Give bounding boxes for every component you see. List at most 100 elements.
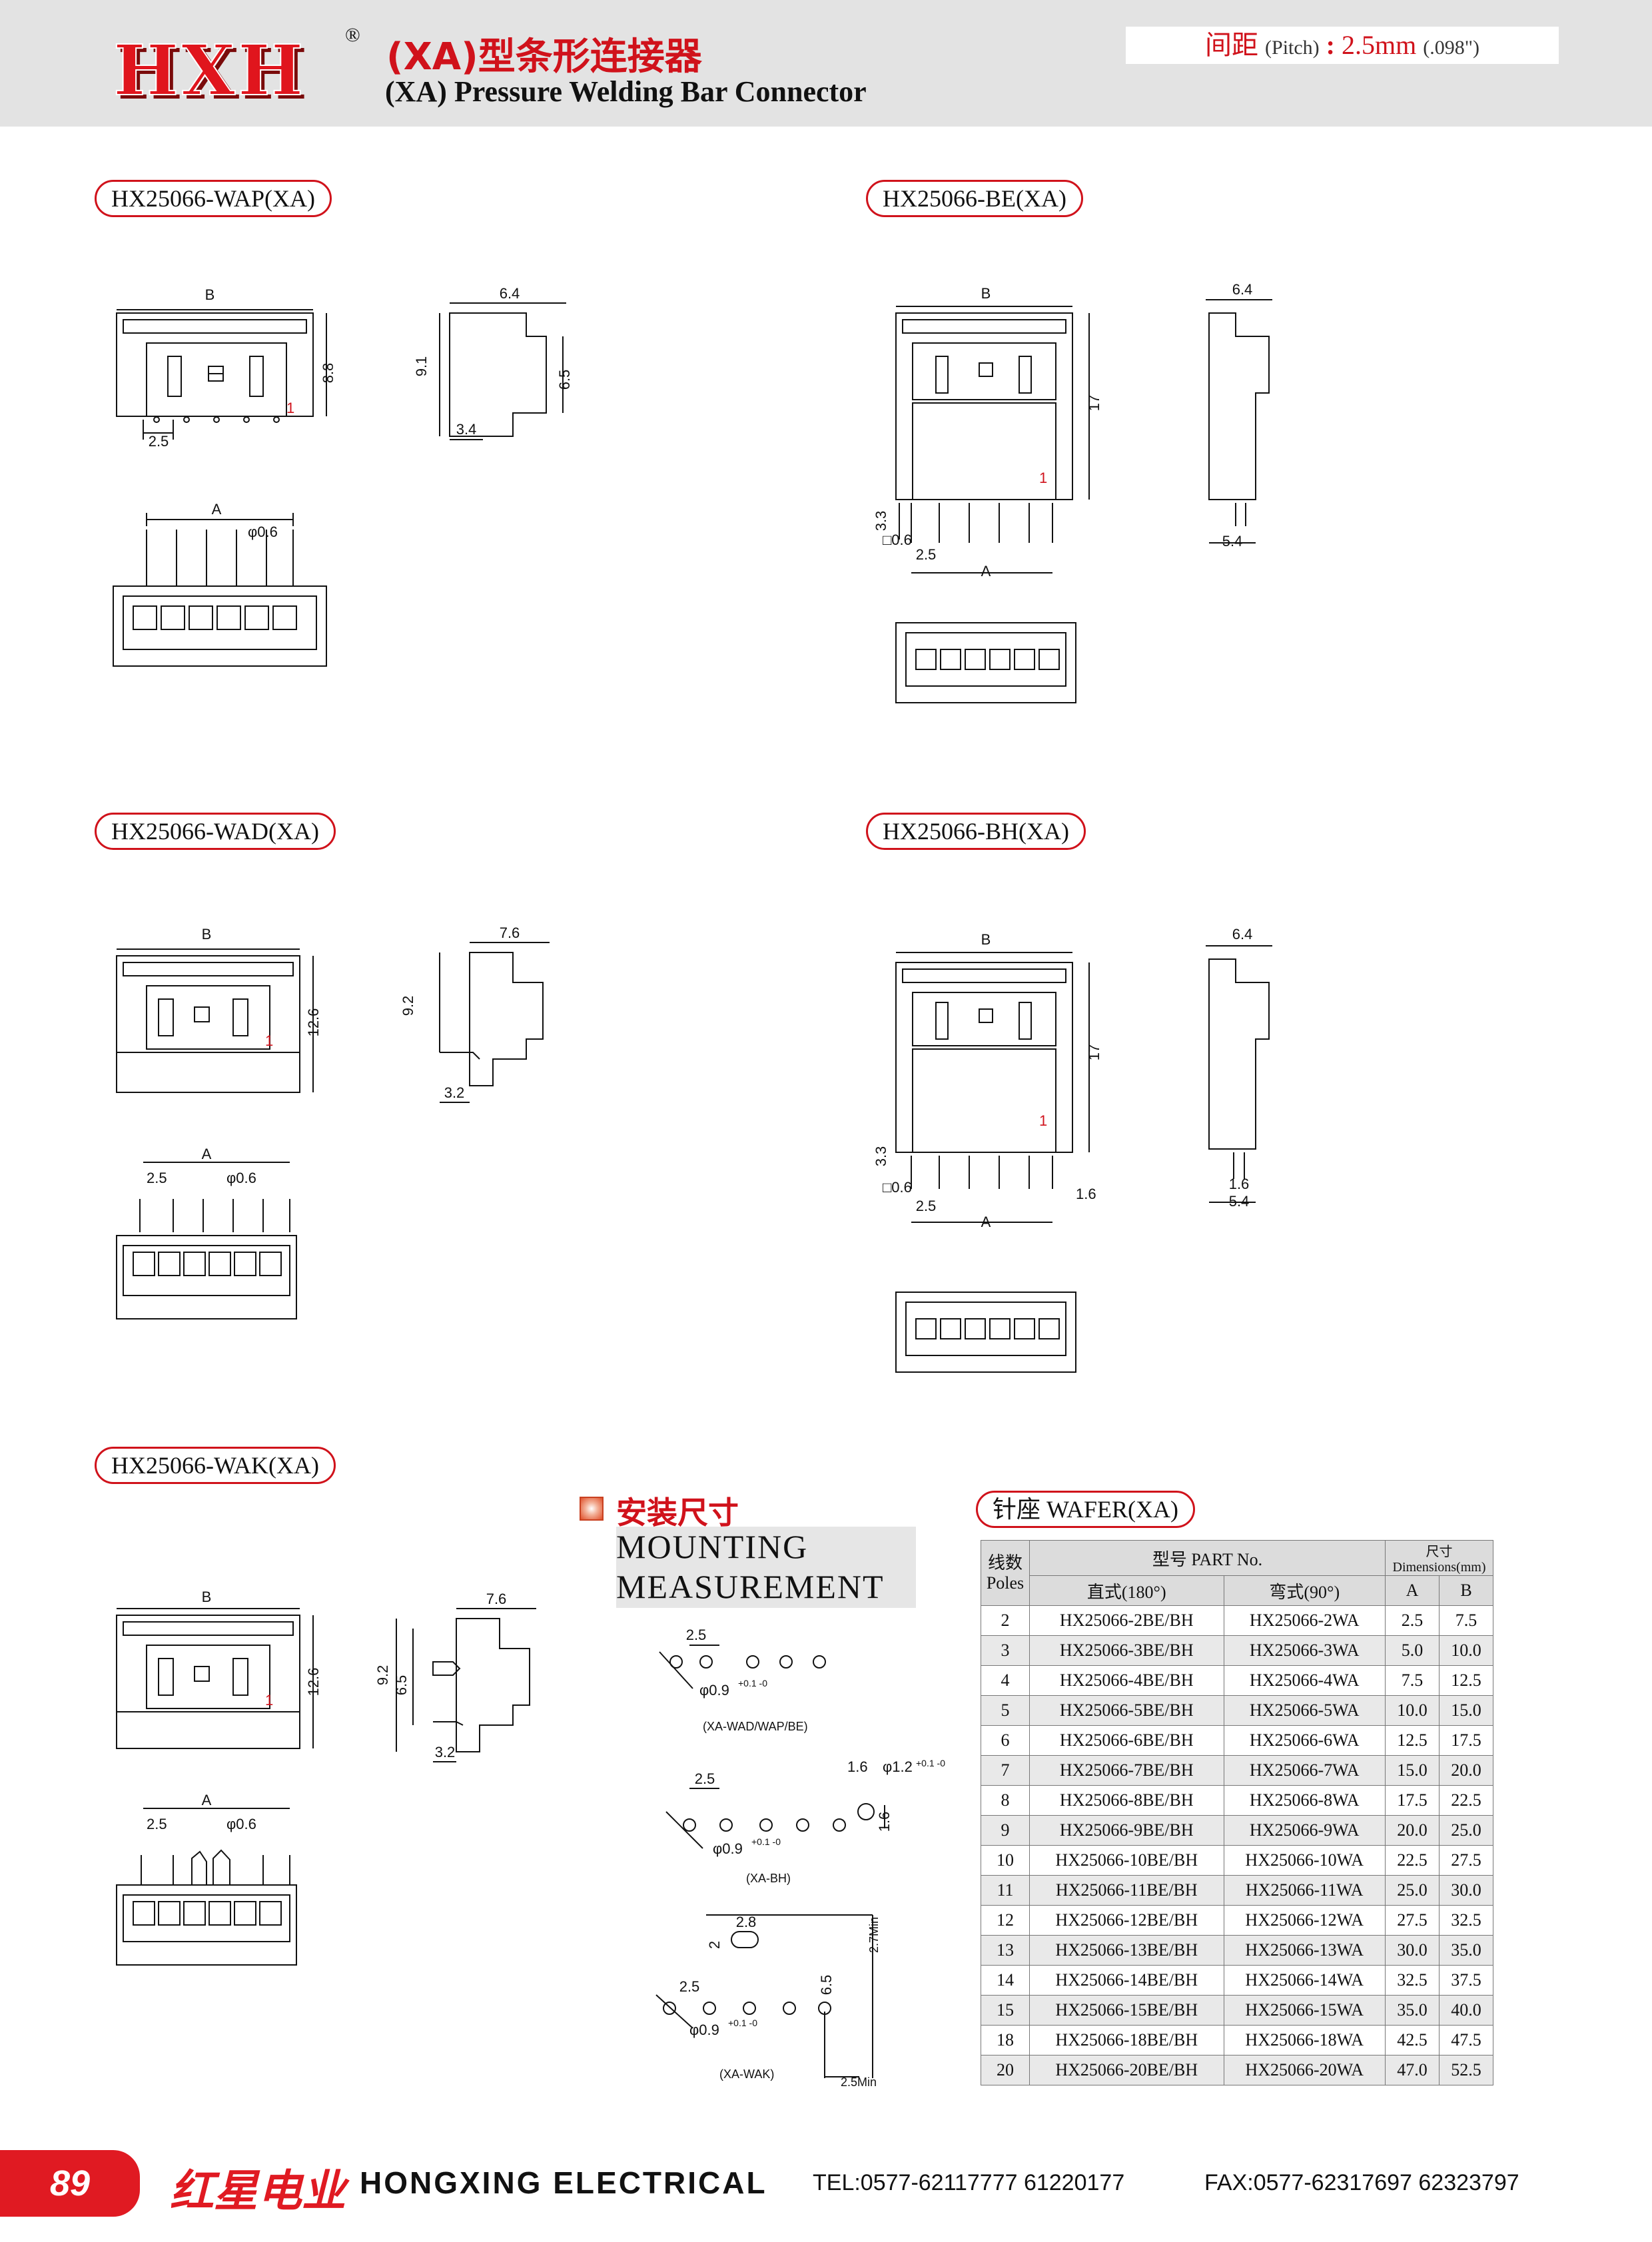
dim-width: 6.4 — [500, 285, 520, 302]
dim-a: A — [981, 563, 991, 579]
cell-dim-a: 7.5 — [1385, 1665, 1440, 1696]
page-number: 89 — [0, 2150, 140, 2217]
hole-tolerance: +0.1 -0 — [728, 2018, 757, 2028]
cell-poles: 8 — [981, 1785, 1030, 1816]
cell-bent-part: HX25066-18WA — [1223, 2025, 1386, 2055]
hole-pitch: 2.5 — [679, 1978, 700, 1995]
wak-front-view: B 12.6 1 — [116, 1589, 322, 1749]
cell-bent-part: HX25066-4WA — [1223, 1665, 1386, 1696]
be-bottom-view — [895, 622, 1076, 703]
company-name-cn: 红星电业 — [170, 2165, 346, 2217]
dim-height-2: 9.2 — [374, 1665, 391, 1686]
cell-dim-b: 17.5 — [1439, 1725, 1493, 1756]
cell-poles: 6 — [981, 1725, 1030, 1756]
cell-dim-a: 10.0 — [1385, 1695, 1440, 1726]
large-hole-offset: 1.6 — [847, 1758, 868, 1775]
dim-height: 12.6 — [305, 1668, 322, 1696]
dim-diameter: φ0.6 — [226, 1816, 256, 1832]
cell-poles: 15 — [981, 1995, 1030, 2026]
dim-a: A — [212, 501, 222, 518]
dim-b: B — [981, 285, 991, 302]
dim-height-3: 6.5 — [556, 370, 573, 390]
pitch-label-en: (Pitch) — [1265, 37, 1320, 59]
wad-top-view: A 2.5 φ0.6 — [116, 1146, 297, 1319]
hole-diameter: φ0.9 — [689, 2022, 719, 2038]
dim-height-2: 9.1 — [413, 356, 430, 377]
dim-width-2: 5.4 — [1222, 533, 1243, 550]
cell-dim-b: 47.5 — [1439, 2025, 1493, 2055]
cell-dim-a: 47.0 — [1385, 2055, 1440, 2085]
hole-diameter: φ0.9 — [699, 1682, 729, 1698]
wafer-tag: 针座 WAFER(XA) — [976, 1491, 1195, 1528]
dim-height-2: 9.2 — [400, 996, 416, 1016]
cell-dim-b: 15.0 — [1439, 1695, 1493, 1726]
header-poles-cn: 线数 — [987, 1553, 1023, 1573]
hole-pitch: 2.5 — [695, 1770, 715, 1787]
large-hole-tolerance: +0.1 -0 — [916, 1758, 945, 1768]
cell-dim-b: 52.5 — [1439, 2055, 1493, 2085]
wak-side-view: 7.6 9.2 6.5 3.2 — [374, 1591, 536, 1762]
cell-poles: 5 — [981, 1695, 1030, 1726]
dim-height: 12.6 — [305, 1008, 322, 1037]
cell-straight-part: HX25066-2BE/BH — [1029, 1605, 1224, 1636]
cell-dim-b: 27.5 — [1439, 1845, 1493, 1876]
dim-pitch-2: 1.6 — [1076, 1186, 1096, 1202]
pitch-inch: (.098") — [1423, 37, 1479, 59]
min-distance-1: 2.7Min — [867, 1917, 881, 1953]
pin1-mark: 1 — [265, 1032, 273, 1049]
cell-dim-b: 7.5 — [1439, 1605, 1493, 1636]
model-tag-be: HX25066-BE(XA) — [866, 180, 1083, 217]
wap-front-view: B 8.8 2.5 1 — [116, 286, 336, 450]
cell-bent-part: HX25066-11WA — [1223, 1875, 1386, 1906]
dim-width: 6.4 — [1232, 926, 1253, 942]
slot-width: 2.8 — [736, 1914, 757, 1930]
cell-bent-part: HX25066-9WA — [1223, 1815, 1386, 1846]
cell-bent-part: HX25066-14WA — [1223, 1965, 1386, 1996]
hxh-logo: HXH HXH — [113, 32, 307, 105]
wap-top-view: A φ0.6 — [113, 501, 327, 667]
cell-straight-part: HX25066-8BE/BH — [1029, 1785, 1224, 1816]
dim-b: B — [202, 1589, 212, 1605]
dim-height: 17 — [1086, 395, 1102, 411]
mounting-title-en-line2: MEASUREMENT — [616, 1568, 885, 1605]
cell-bent-part: HX25066-12WA — [1223, 1905, 1386, 1936]
cell-bent-part: HX25066-3WA — [1223, 1635, 1386, 1666]
hole-tolerance: +0.1 -0 — [751, 1836, 781, 1847]
mounting-caption-c: (XA-WAK) — [719, 2067, 774, 2081]
dim-width-2: 3.2 — [444, 1084, 465, 1101]
header-poles: 线数 Poles — [981, 1540, 1030, 1606]
mounting-title-cn: 安装尺寸 — [616, 1495, 739, 1531]
cell-bent-part: HX25066-7WA — [1223, 1755, 1386, 1786]
dim-width-3: 5.4 — [1229, 1193, 1250, 1210]
hole-tolerance: +0.1 -0 — [738, 1678, 767, 1688]
cell-bent-part: HX25066-13WA — [1223, 1935, 1386, 1966]
cell-straight-part: HX25066-7BE/BH — [1029, 1755, 1224, 1786]
cell-poles: 20 — [981, 2055, 1030, 2085]
cell-dim-a: 42.5 — [1385, 2025, 1440, 2055]
min-distance-2: 2.5Min — [841, 2075, 877, 2089]
slot-height: 2 — [706, 1941, 723, 1949]
wap-side-view: 6.4 9.1 6.5 3.4 — [413, 285, 573, 440]
dim-diameter: φ0.6 — [248, 524, 278, 540]
pitch-value: 2.5mm — [1342, 30, 1417, 60]
hole-offset: 6.5 — [818, 1975, 835, 1996]
large-hole-diameter: φ1.2 — [883, 1758, 913, 1775]
be-side-view: 6.4 5.4 — [1206, 281, 1272, 550]
cell-bent-part: HX25066-2WA — [1223, 1605, 1386, 1636]
cell-straight-part: HX25066-13BE/BH — [1029, 1935, 1224, 1966]
mounting-caption-b: (XA-BH) — [746, 1872, 791, 1885]
model-tag-wak: HX25066-WAK(XA) — [95, 1447, 336, 1484]
cell-poles: 7 — [981, 1755, 1030, 1786]
pin1-mark: 1 — [286, 400, 294, 416]
model-tag-wad: HX25066-WAD(XA) — [95, 813, 336, 850]
cell-dim-a: 15.0 — [1385, 1755, 1440, 1786]
pin1-mark: 1 — [1039, 470, 1047, 486]
cell-dim-b: 25.0 — [1439, 1815, 1493, 1846]
wak-top-view: A 2.5 φ0.6 — [116, 1792, 297, 1966]
